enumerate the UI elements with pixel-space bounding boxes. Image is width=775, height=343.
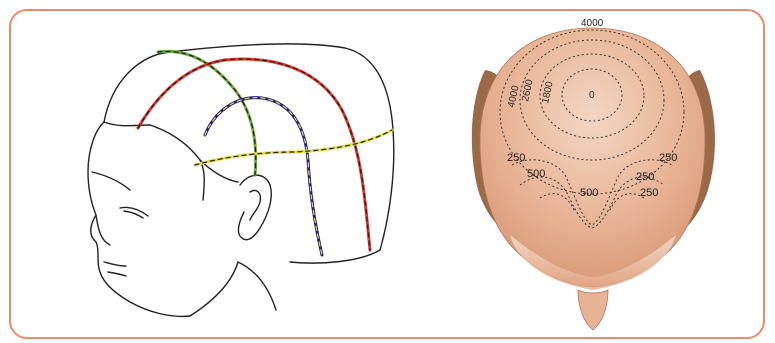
nose bbox=[96, 215, 110, 245]
label-top-4000: 4000 bbox=[581, 18, 604, 29]
lip bbox=[108, 272, 126, 276]
face-outline bbox=[88, 122, 190, 316]
eye bbox=[120, 207, 148, 216]
ear bbox=[238, 175, 271, 239]
line-yellow bbox=[195, 130, 392, 165]
head-profile-illustration bbox=[88, 44, 394, 316]
scalp-lines bbox=[138, 51, 392, 255]
neck-back bbox=[290, 250, 380, 263]
label-right-250-a: 250 bbox=[659, 152, 677, 164]
label-right-250-b: 250 bbox=[636, 171, 654, 183]
brow bbox=[92, 172, 130, 190]
temple bbox=[150, 125, 204, 200]
scalp-top-view: 4000 4000 2600 1800 0 250 500 500 250 25… bbox=[472, 18, 715, 330]
label-left-250: 250 bbox=[507, 152, 525, 164]
label-center-0: 0 bbox=[589, 90, 595, 101]
ear-inner bbox=[250, 190, 260, 220]
hairline bbox=[104, 122, 150, 126]
eye-lash bbox=[124, 211, 143, 218]
jaw bbox=[190, 262, 238, 316]
neck-front bbox=[238, 262, 276, 310]
nose-tip bbox=[578, 290, 608, 330]
mouth bbox=[104, 262, 126, 266]
label-right-250-c: 250 bbox=[640, 187, 658, 199]
head-outline bbox=[104, 44, 394, 250]
label-left-500: 500 bbox=[527, 168, 545, 180]
label-mid-500: 500 bbox=[580, 187, 598, 199]
line-yellow-dash bbox=[195, 130, 392, 165]
